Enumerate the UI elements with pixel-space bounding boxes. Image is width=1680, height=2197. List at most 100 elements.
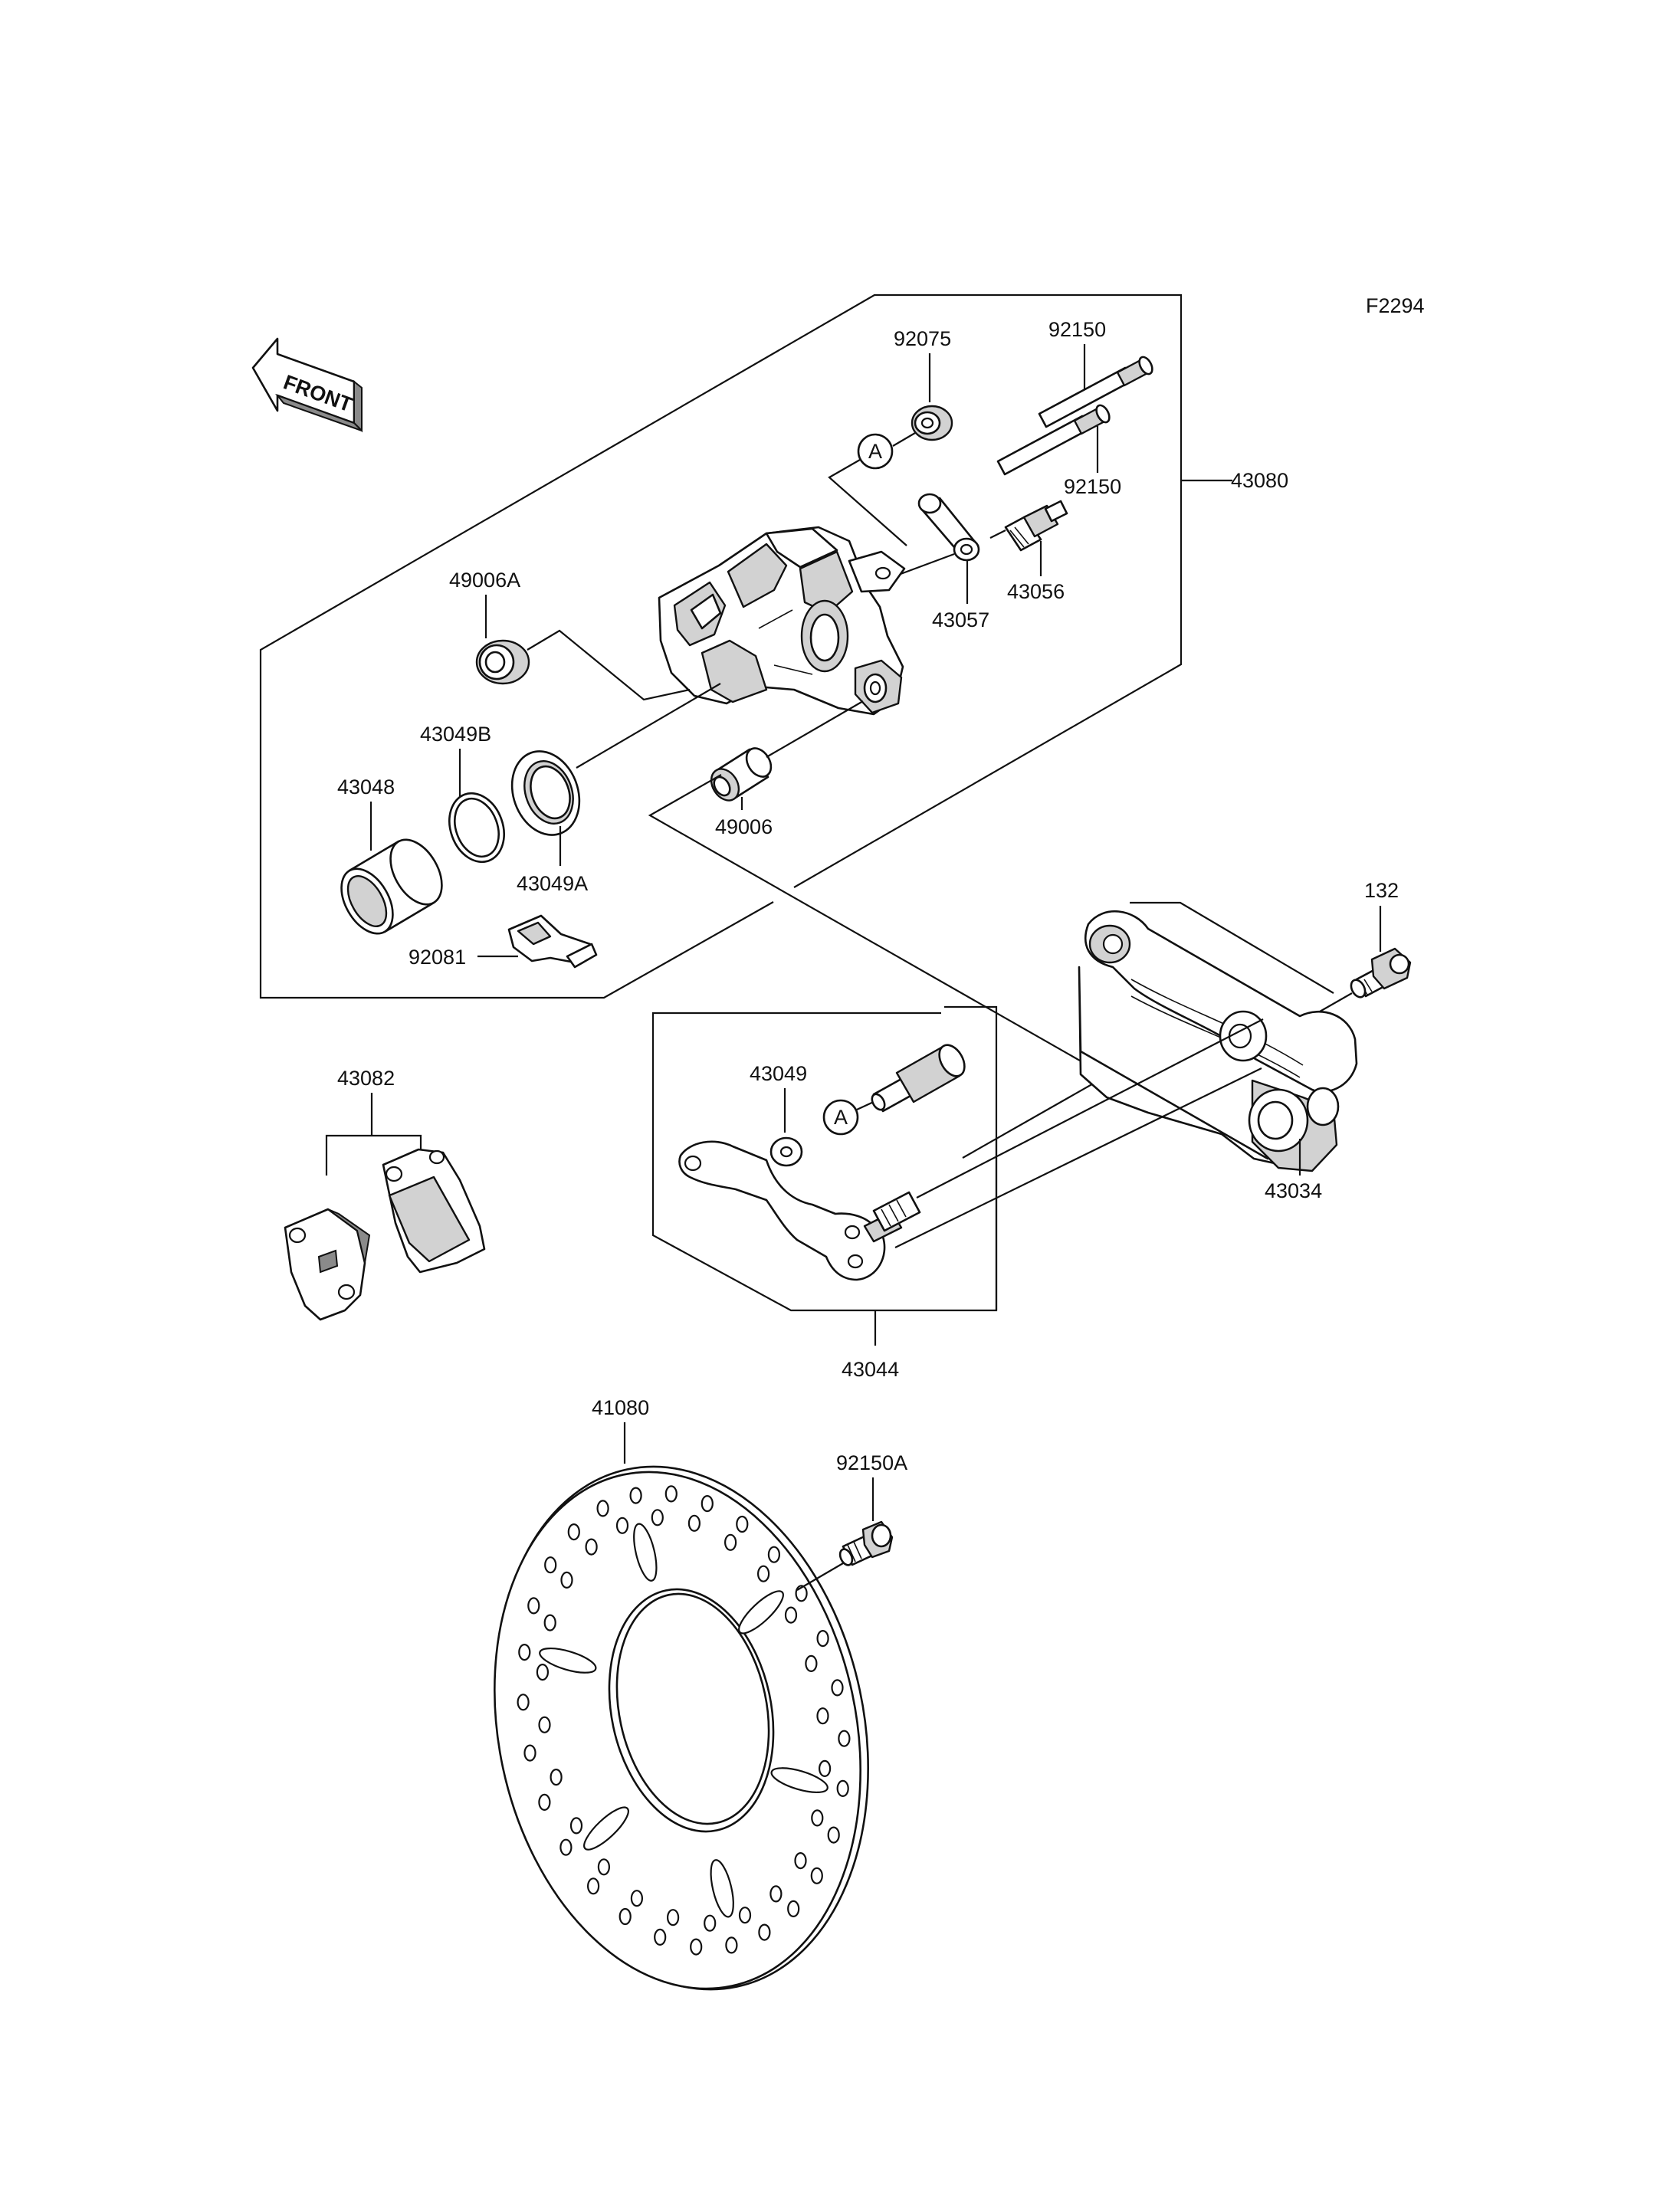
part-49006-pin-boot	[710, 747, 773, 802]
disc-hole	[811, 1809, 824, 1827]
label-92075: 92075	[894, 327, 951, 350]
part-92150-pin-top	[1038, 356, 1153, 428]
leader-caliper-to-bracket	[648, 774, 1109, 1159]
figure-code: F2294	[1366, 294, 1425, 317]
part-caliper-body	[658, 526, 906, 716]
disc-hole	[538, 1793, 551, 1811]
part-43056-bleeder-screw	[1004, 500, 1068, 552]
disc-hole	[536, 1664, 550, 1681]
disc-hole	[784, 1606, 798, 1624]
part-43049-washer	[769, 1136, 803, 1167]
label-43034: 43034	[1265, 1179, 1322, 1202]
disc-hole	[538, 1716, 551, 1733]
disc-hole	[724, 1533, 737, 1551]
disc-hole	[569, 1817, 583, 1835]
disc-hole	[805, 1654, 818, 1672]
front-arrow-icon: FRONT	[251, 337, 363, 433]
label-43049B: 43049B	[420, 723, 491, 746]
label-49006A: 49006A	[449, 569, 520, 592]
disc-hole	[527, 1597, 540, 1615]
part-43034-link	[1078, 910, 1358, 1172]
disc-hole	[544, 1556, 557, 1574]
disc-hole	[738, 1907, 752, 1924]
disc-hole	[517, 1694, 530, 1711]
part-132-bolt	[1350, 947, 1412, 998]
disc-slot	[633, 1523, 658, 1582]
part-43049A-seal	[510, 750, 581, 836]
disc-slot	[583, 1806, 629, 1851]
disc-slot	[539, 1647, 597, 1674]
part-92150A-bolt	[838, 1520, 894, 1566]
label-43048: 43048	[337, 776, 395, 798]
disc-hole	[654, 1928, 667, 1946]
part-bracket-pin	[871, 1044, 966, 1113]
disc-hole	[827, 1826, 840, 1844]
disc-hole	[736, 1515, 749, 1533]
part-92081-clip	[507, 914, 598, 969]
part-43082-pad-left	[284, 1208, 371, 1321]
label-43080: 43080	[1231, 469, 1288, 492]
ref-marker-a-bottom-label: A	[834, 1106, 848, 1129]
disc-hole	[816, 1707, 829, 1725]
label-92081: 92081	[409, 946, 466, 969]
disc-hole	[559, 1838, 573, 1856]
disc-hole	[836, 1779, 849, 1797]
disc-hole	[550, 1769, 563, 1786]
disc-hole	[794, 1852, 807, 1870]
disc-slot	[770, 1767, 829, 1794]
disc-hole	[597, 1858, 611, 1876]
label-43082: 43082	[337, 1067, 395, 1090]
disc-hole	[651, 1509, 664, 1526]
disc-hole	[567, 1523, 580, 1541]
part-92075-bleeder-cap	[911, 405, 953, 441]
label-41080: 41080	[592, 1396, 649, 1419]
disc-slot	[710, 1859, 734, 1918]
disc-hole	[838, 1730, 851, 1747]
disc-hole	[831, 1679, 844, 1697]
disc-hole	[704, 1914, 717, 1932]
part-43057-bracket	[917, 493, 980, 562]
label-92150-top: 92150	[1048, 318, 1106, 341]
label-49006: 49006	[715, 815, 773, 838]
disc-hole	[619, 1907, 632, 1926]
label-43056: 43056	[1007, 580, 1065, 603]
disc-hole	[756, 1565, 770, 1582]
label-43049A: 43049A	[517, 872, 588, 895]
disc-hole	[687, 1514, 701, 1532]
label-132: 132	[1364, 879, 1399, 902]
disc-hole	[666, 1909, 680, 1926]
part-bracket-stud	[872, 1191, 921, 1232]
part-43082-pad-right	[382, 1148, 486, 1274]
label-43049: 43049	[750, 1062, 807, 1085]
ref-marker-a-top	[857, 433, 894, 470]
disc-hole	[690, 1938, 703, 1956]
disc-hole	[725, 1936, 738, 1954]
part-92150-pin-bottom	[996, 404, 1111, 476]
disc-hole	[664, 1485, 678, 1503]
disc-hole	[523, 1744, 536, 1762]
disc-hole	[630, 1890, 644, 1907]
disc-hole	[615, 1517, 629, 1534]
bracket-assembly-frame	[651, 1005, 998, 1312]
label-92150A: 92150A	[836, 1451, 907, 1474]
disc-hole	[560, 1571, 573, 1589]
disc-hole	[585, 1538, 598, 1556]
disc-hole	[767, 1546, 781, 1563]
ref-marker-a-bottom	[822, 1099, 859, 1136]
disc-hole	[758, 1923, 771, 1941]
label-43057: 43057	[932, 608, 989, 631]
disc-hole	[816, 1630, 829, 1648]
disc-hole	[701, 1494, 714, 1513]
disc-hole	[787, 1900, 800, 1917]
disc-hole	[810, 1867, 823, 1884]
label-92150-bottom: 92150	[1064, 475, 1121, 498]
disc-hole	[543, 1614, 556, 1631]
disc-slot	[738, 1590, 784, 1635]
ref-marker-a-top-label: A	[868, 440, 882, 463]
part-41080-disc	[494, 1465, 869, 1991]
part-43048-piston	[340, 838, 443, 935]
disc-hole	[586, 1877, 600, 1895]
disc-hole	[629, 1487, 642, 1504]
caliper-assembly-frame	[259, 293, 1183, 999]
